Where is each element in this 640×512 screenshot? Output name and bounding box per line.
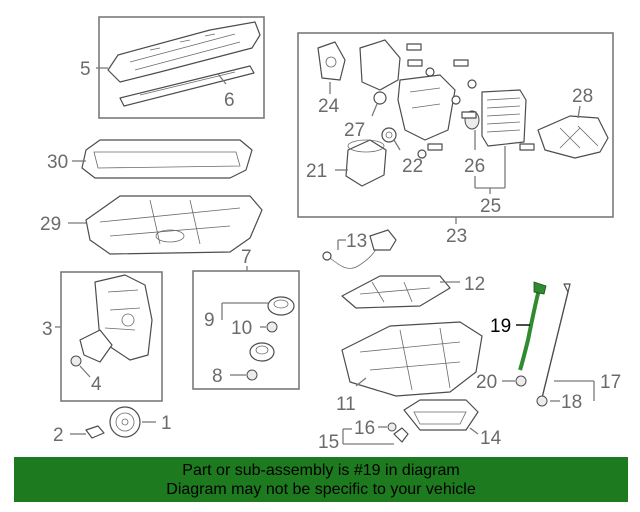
oil-filter-part[interactable] <box>345 139 387 187</box>
callout-29[interactable]: 29 <box>40 214 61 235</box>
washer-10-part[interactable] <box>266 321 278 333</box>
callout-9[interactable]: 9 <box>204 310 215 331</box>
drain-plug-washer-part[interactable] <box>387 422 397 432</box>
fitting-22-part[interactable] <box>381 127 397 143</box>
callout-15[interactable]: 15 <box>318 432 339 453</box>
callout-3[interactable]: 3 <box>42 319 53 340</box>
sensor-27-part[interactable] <box>373 91 387 105</box>
plug-group-box <box>192 270 300 390</box>
oil-pan-baffle-part[interactable] <box>341 275 451 309</box>
banner-line-2: Diagram may not be specific to your vehi… <box>166 481 476 498</box>
callout-20[interactable]: 20 <box>476 372 497 393</box>
front-cover-group-box <box>60 271 163 402</box>
info-banner: Part or sub-assembly is #19 in diagram D… <box>14 457 628 502</box>
callout-17[interactable]: 17 <box>600 372 621 393</box>
washer-8-part[interactable] <box>246 369 258 381</box>
callout-2[interactable]: 2 <box>53 425 64 446</box>
upper-oil-pan-part[interactable] <box>85 195 263 255</box>
callout-30[interactable]: 30 <box>47 152 68 173</box>
plug-8-part[interactable] <box>249 342 275 362</box>
banner-line-1: Part or sub-assembly is #19 in diagram <box>182 462 460 479</box>
callout-7[interactable]: 7 <box>241 247 252 268</box>
callout-4[interactable]: 4 <box>91 374 102 395</box>
callout-13[interactable]: 13 <box>346 231 367 252</box>
callout-10[interactable]: 10 <box>231 318 252 339</box>
dipstick-tube-part[interactable] <box>518 281 547 371</box>
callout-8[interactable]: 8 <box>212 366 223 387</box>
callout-24[interactable]: 24 <box>318 96 340 117</box>
oil-filter-adapter-gasket-part[interactable] <box>317 41 346 81</box>
oil-pan-lower-part[interactable] <box>403 399 479 431</box>
callout-26[interactable]: 26 <box>464 156 485 177</box>
callout-18[interactable]: 18 <box>561 392 582 413</box>
plug-9-part[interactable] <box>267 296 295 316</box>
oil-level-sensor-part[interactable] <box>322 229 397 269</box>
bolts-23-part[interactable] <box>406 43 535 159</box>
callout-14[interactable]: 14 <box>480 428 502 449</box>
oil-cooler-part[interactable] <box>481 89 527 147</box>
front-cover-seal-part[interactable] <box>70 329 113 367</box>
callout-22[interactable]: 22 <box>402 156 423 177</box>
callout-6[interactable]: 6 <box>224 90 235 111</box>
dipstick-seal-part[interactable] <box>536 395 548 407</box>
oil-filter-adapter-part[interactable] <box>359 39 456 141</box>
callout-28[interactable]: 28 <box>572 86 593 107</box>
oil-dipstick-part[interactable] <box>541 283 571 399</box>
callout-16[interactable]: 16 <box>354 418 375 439</box>
front-cover-part[interactable] <box>94 274 153 361</box>
heat-shield-part[interactable] <box>537 115 609 159</box>
dipstick-tube-seal-part[interactable] <box>515 375 527 387</box>
oil-pan-part[interactable] <box>341 321 483 397</box>
callout-12[interactable]: 12 <box>464 274 485 295</box>
callout-21[interactable]: 21 <box>306 161 327 182</box>
oil-pan-gasket-part[interactable] <box>81 139 253 179</box>
callout-5[interactable]: 5 <box>80 59 91 80</box>
drain-plug-part[interactable] <box>393 427 409 443</box>
callout-23[interactable]: 23 <box>446 226 467 247</box>
callout-1[interactable]: 1 <box>161 413 172 434</box>
callout-27[interactable]: 27 <box>344 120 365 141</box>
balancer-bolt-part[interactable] <box>85 425 105 439</box>
callout-19[interactable]: 19 <box>490 316 511 337</box>
crankshaft-balancer-part[interactable] <box>109 406 141 438</box>
callout-25[interactable]: 25 <box>480 196 501 217</box>
callout-11[interactable]: 11 <box>336 394 356 415</box>
engine-cover-part[interactable] <box>107 21 261 83</box>
